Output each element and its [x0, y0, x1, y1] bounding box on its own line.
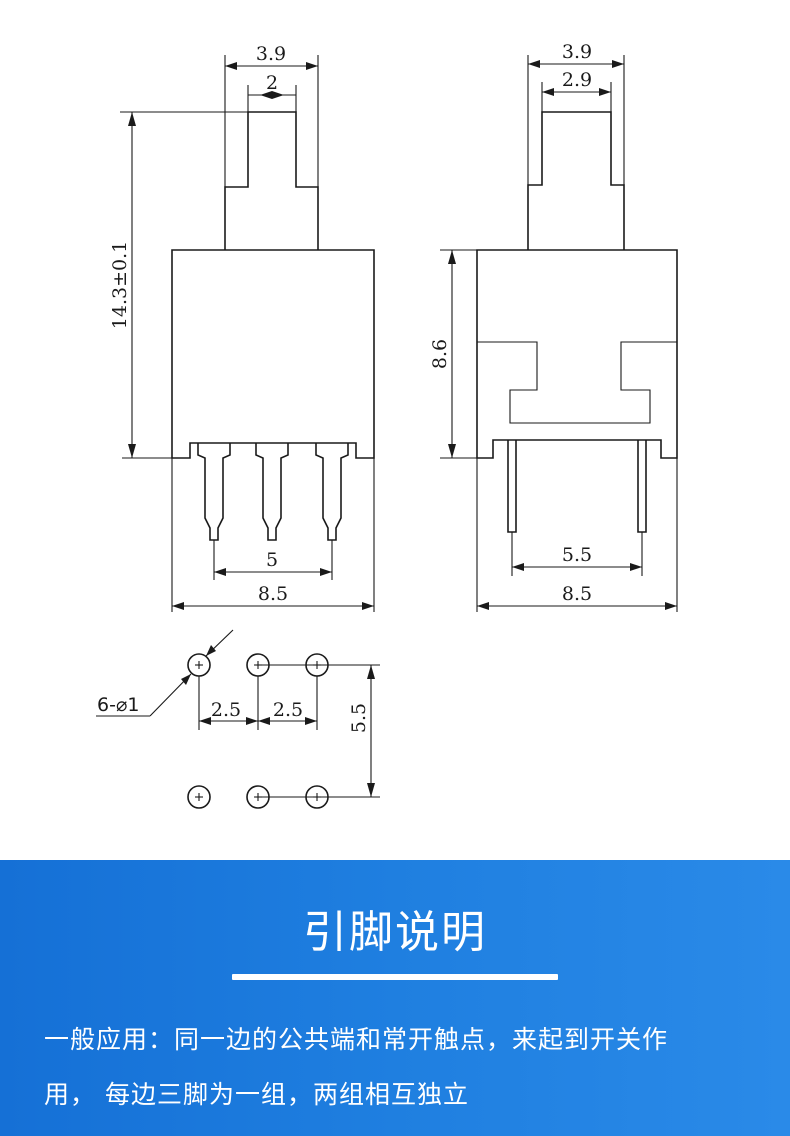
hole-spec-label: 6-⌀1	[97, 694, 139, 716]
front-dim-actuator-width: 2	[247, 72, 297, 112]
front-pin-pitch-label: 5	[266, 549, 278, 571]
description-line-1: 一般应用：同一边的公共端和常开触点，来起到开关作	[44, 1025, 669, 1054]
front-body-width-label: 8.5	[258, 583, 288, 605]
front-actuator	[224, 111, 319, 250]
front-dim-height: 14.3±0.1	[109, 111, 248, 459]
side-body-width-label: 8.5	[562, 583, 592, 605]
side-view: 3.9 2.9 8.6 5.5	[429, 41, 678, 612]
front-view: 3.9 2 14.3±0.1 5	[109, 43, 375, 612]
front-dim-body-width: 8.5	[172, 583, 374, 610]
side-body-height-label: 8.6	[429, 339, 451, 369]
front-pins	[197, 443, 349, 541]
footprint-pitch-dims: 2.5 2.5	[198, 676, 318, 730]
side-dim-pin-span: 5.5	[511, 532, 643, 576]
description-line-2: 用， 每边三脚为一组，两组相互独立	[44, 1080, 469, 1109]
side-body	[476, 249, 678, 612]
side-dim-top-width: 3.9	[527, 41, 625, 185]
side-top-width-label: 3.9	[562, 41, 592, 63]
front-dim-top-width: 3.9	[224, 43, 319, 187]
front-actuator-width-label: 2	[266, 72, 278, 94]
side-actuator-width-label: 2.9	[562, 69, 592, 91]
pitch-1-label: 2.5	[211, 699, 241, 721]
pcb-footprint: 6-⌀1 2.5 2.5 5.5	[96, 629, 380, 809]
front-top-width-label: 3.9	[256, 43, 286, 65]
pin-description-panel: 引脚说明 一般应用：同一边的公共端和常开触点，来起到开关作 用， 每边三脚为一组…	[0, 860, 790, 1136]
footprint-row-spacing-dim: 5.5	[258, 664, 380, 798]
technical-drawing: 3.9 2 14.3±0.1 5	[96, 41, 678, 809]
title-underline	[232, 974, 558, 980]
side-dim-actuator-width: 2.9	[541, 69, 612, 112]
side-actuator	[527, 111, 625, 250]
side-pin-span-label: 5.5	[562, 544, 592, 566]
side-dim-body-height: 8.6	[429, 249, 477, 459]
panel-title: 引脚说明	[303, 907, 487, 958]
row-spacing-label: 5.5	[348, 703, 370, 733]
front-dim-pin-pitch: 5	[213, 540, 333, 580]
footprint-hole-callout: 6-⌀1	[96, 629, 234, 717]
side-pins	[507, 440, 647, 533]
front-height-label: 14.3±0.1	[109, 241, 131, 329]
pitch-2-label: 2.5	[273, 699, 303, 721]
front-body	[171, 249, 375, 612]
side-dim-body-width: 8.5	[477, 583, 677, 610]
